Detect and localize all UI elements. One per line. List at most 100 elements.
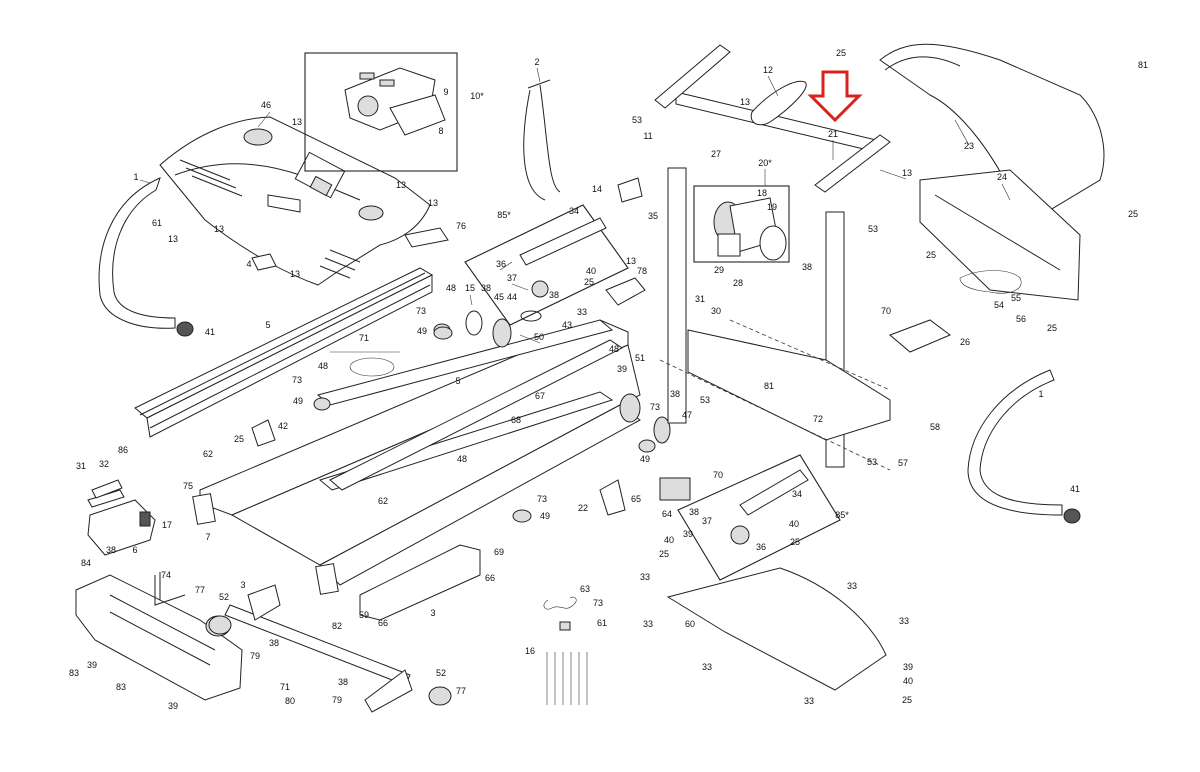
part-label-77: 77 [456, 686, 466, 696]
motor-hood-23 [879, 43, 1105, 211]
part-label-17: 17 [162, 520, 172, 530]
bracket-65 [599, 479, 626, 516]
part-label-33: 33 [640, 572, 650, 582]
part-label-9: 9 [443, 87, 448, 97]
part-label-65: 65 [631, 494, 641, 504]
part-label-2: 2 [534, 57, 539, 67]
part-label-25: 25 [790, 537, 800, 547]
part-label-40: 40 [789, 519, 799, 529]
highlight-arrow [807, 70, 863, 123]
part-label-85star: 85* [835, 510, 849, 520]
part-label-36: 36 [756, 542, 766, 552]
part-label-3: 3 [240, 580, 245, 590]
part-label-31: 31 [76, 461, 86, 471]
part-label-38: 38 [670, 389, 680, 399]
part-label-31: 31 [695, 294, 705, 304]
part-label-39: 39 [617, 364, 627, 374]
part-label-25: 25 [926, 250, 936, 260]
bracket-76 [404, 227, 449, 248]
part-label-13: 13 [396, 180, 406, 190]
wheel-52 [208, 615, 232, 635]
part-label-20star: 20* [758, 158, 772, 168]
part-label-80: 80 [285, 696, 295, 706]
part-label-79: 79 [332, 695, 342, 705]
part-label-60: 60 [685, 619, 695, 629]
part-label-40: 40 [903, 676, 913, 686]
incline-frame [205, 584, 452, 713]
part-label-26: 26 [960, 337, 970, 347]
part-label-52: 52 [219, 592, 229, 602]
part-label-49: 49 [540, 511, 550, 521]
part-label-25: 25 [1047, 323, 1057, 333]
upright-frame [654, 44, 891, 471]
part-label-61: 61 [597, 618, 607, 628]
base-pan [666, 567, 887, 691]
part-label-75: 75 [183, 481, 193, 491]
bracket-78 [605, 277, 646, 306]
part-label-3: 3 [430, 608, 435, 618]
console-inset [304, 52, 458, 172]
part-label-83: 83 [116, 682, 126, 692]
motor-mount [87, 499, 156, 556]
part-label-38: 38 [802, 262, 812, 272]
part-label-32: 32 [99, 459, 109, 469]
part-label-14: 14 [592, 184, 602, 194]
part-label-39: 39 [683, 529, 693, 539]
part-label-13: 13 [214, 224, 224, 234]
part-label-18: 18 [757, 188, 767, 198]
part-label-72: 72 [813, 414, 823, 424]
part-label-73: 73 [650, 402, 660, 412]
part-label-53: 53 [868, 224, 878, 234]
part-label-5: 5 [265, 320, 270, 330]
part-label-41: 41 [205, 327, 215, 337]
part-label-71: 71 [359, 333, 369, 343]
part-label-62: 62 [378, 496, 388, 506]
part-label-12: 12 [763, 65, 773, 75]
handrail-left [98, 177, 176, 329]
part-label-49: 49 [417, 326, 427, 336]
part-label-33: 33 [847, 581, 857, 591]
part-label-84: 84 [81, 558, 91, 568]
part-label-57: 57 [898, 458, 908, 468]
part-label-38: 38 [106, 545, 116, 555]
elevation-bracket [359, 544, 481, 621]
rear-roller [653, 416, 671, 444]
part-label-82: 82 [332, 621, 342, 631]
part-label-83: 83 [69, 668, 79, 678]
part-label-13: 13 [428, 198, 438, 208]
part-label-25: 25 [584, 277, 594, 287]
part-label-48: 48 [457, 454, 467, 464]
part-label-69: 69 [494, 547, 504, 557]
part-label-7: 7 [205, 532, 210, 542]
part-label-53: 53 [632, 115, 642, 125]
wire-harness [349, 357, 395, 377]
part-label-46: 46 [261, 100, 271, 110]
part-label-81: 81 [764, 381, 774, 391]
treadmill-deck [192, 319, 641, 595]
part-label-39: 39 [87, 660, 97, 670]
part-label-13: 13 [168, 234, 178, 244]
part-label-38: 38 [689, 507, 699, 517]
part-label-48: 48 [609, 344, 619, 354]
part-label-81: 81 [1138, 60, 1148, 70]
part-label-35: 35 [648, 211, 658, 221]
part-label-47: 47 [682, 410, 692, 420]
part-label-13: 13 [292, 117, 302, 127]
part-label-48: 48 [446, 283, 456, 293]
part-label-25: 25 [234, 434, 244, 444]
part-label-54: 54 [994, 300, 1004, 310]
part-label-52: 52 [436, 668, 446, 678]
part-label-39: 39 [903, 662, 913, 672]
part-label-56: 56 [1016, 314, 1026, 324]
part-label-53: 53 [700, 395, 710, 405]
part-label-70: 70 [713, 470, 723, 480]
part-label-68: 68 [511, 415, 521, 425]
part-label-25: 25 [659, 549, 669, 559]
part-label-73: 73 [593, 598, 603, 608]
part-label-49: 49 [640, 454, 650, 464]
part-label-64: 64 [662, 509, 672, 519]
part-label-37: 37 [507, 273, 517, 283]
